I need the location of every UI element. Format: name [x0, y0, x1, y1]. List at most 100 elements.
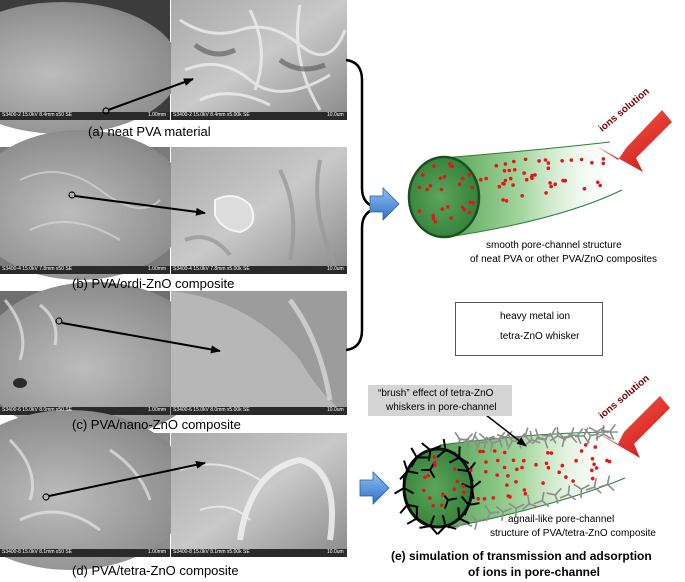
heavy-metal-ion-dot: [428, 496, 432, 500]
heavy-metal-ion-dot: [495, 473, 500, 477]
sem-panel-b: [0, 130, 347, 280]
heavy-metal-ion-dot: [502, 465, 507, 470]
sem-info-b-left: S3400-4 15.0kV 7.8mm x50 SE: [2, 266, 73, 272]
sem-scale-c-right: 10.0um: [327, 407, 344, 413]
heavy-metal-ion-dot: [452, 467, 457, 471]
heavy-metal-ion-dot: [420, 173, 425, 177]
heavy-metal-ion-dot: [507, 168, 512, 173]
heavy-metal-ion-dot: [504, 199, 509, 203]
heavy-metal-ion-dot: [501, 198, 505, 202]
heavy-metal-ion-dot: [439, 187, 444, 192]
legend-tetra-whisker-label: tetra-ZnO whisker: [500, 331, 580, 342]
heavy-metal-ion-dot: [557, 470, 561, 475]
heavy-metal-ion-dot: [546, 465, 551, 470]
heavy-metal-ion-dot: [590, 160, 594, 165]
tetra-zno-whisker: [533, 491, 550, 508]
sem-panel-a: [0, 0, 347, 134]
tetra-zno-whisker: [448, 446, 470, 465]
heavy-metal-ion-dot: [508, 495, 512, 499]
heavy-metal-ion-dot: [546, 161, 551, 165]
sem-scale-d-right: 10.0um: [327, 549, 344, 555]
heavy-metal-ion-dot: [461, 484, 466, 488]
tetra-zno-whisker: [521, 494, 538, 511]
brush-effect-callout: [368, 385, 512, 416]
tetra-zno-whisker: [399, 460, 419, 481]
heavy-metal-ion-dot: [471, 200, 476, 205]
brush-pointer-line: [485, 414, 527, 447]
sem-info-d-right: S3400-8 15.0kV 8.1mm x5.00k SE: [173, 549, 250, 555]
heavy-metal-ion-dot: [446, 205, 450, 209]
caption-panel-d: (d) PVA/tetra-ZnO composite: [72, 563, 239, 578]
sem-scale-a-right: 10.0um: [327, 112, 344, 118]
heavy-metal-ion-dot: [523, 491, 528, 496]
heavy-metal-ion-dot: [442, 174, 447, 179]
heavy-metal-ion-dot: [583, 443, 588, 447]
smooth-pore-channel: [407, 141, 623, 239]
tetra-zno-whisker: [437, 515, 457, 535]
heavy-metal-ion-dot: [594, 466, 599, 470]
heavy-metal-ion-dot: [590, 476, 595, 481]
heavy-metal-ion-dot: [497, 184, 502, 189]
heavy-metal-ion-dot: [543, 158, 548, 162]
heavy-metal-ion-dot: [431, 213, 436, 218]
heavy-metal-ion-dot: [514, 480, 518, 484]
heavy-metal-ion-dot: [579, 157, 584, 162]
heavy-metal-ion-dot: [438, 176, 443, 180]
heavy-metal-ion-dot: [560, 159, 564, 163]
heavy-metal-ion-dot: [468, 200, 473, 205]
heavy-metal-ion-dot: [564, 475, 568, 479]
heavy-metal-ion-dot: [469, 468, 473, 473]
heavy-metal-ion-dot: [596, 180, 600, 185]
heavy-metal-ion-dot: [582, 187, 587, 191]
heavy-metal-ion-dot: [433, 463, 437, 468]
heavy-metal-ion-dot: [579, 449, 584, 453]
heavy-metal-ion-dot: [441, 493, 445, 497]
heavy-metal-ion-dot: [601, 161, 606, 166]
heavy-metal-ion-dot: [467, 173, 472, 177]
heavy-metal-ion-dot: [524, 177, 529, 182]
heavy-metal-ion-dot: [494, 163, 499, 168]
heavy-metal-ion-dot: [481, 449, 485, 454]
agnail-channel-caption-1: agnail-like pore-channel: [508, 514, 615, 525]
heavy-metal-ion-dot: [455, 479, 460, 484]
heavy-metal-ion-dot: [571, 479, 575, 483]
tetra-zno-whisker: [410, 447, 428, 468]
heavy-metal-ion-dot: [546, 166, 551, 170]
heavy-metal-ion-dot: [448, 161, 452, 166]
heavy-metal-ion-dot: [417, 185, 422, 190]
heavy-metal-ion-dot: [493, 449, 497, 453]
tetra-zno-whisker: [399, 494, 419, 514]
heavy-metal-ion-dot: [457, 182, 462, 186]
heavy-metal-ion-dot: [505, 483, 509, 487]
heavy-metal-ion-dot: [522, 171, 526, 175]
heavy-metal-ion-dot: [530, 176, 534, 180]
heavy-metal-ion-dot: [534, 462, 538, 467]
sem-scale-b-left: 1.00mm: [148, 266, 167, 272]
sem-info-a-right: S3400-2 15.0kV 8.4mm x5.00k SE: [173, 112, 250, 118]
heavy-metal-ion-dot: [439, 503, 444, 508]
heavy-metal-ion-dot: [503, 178, 508, 183]
heavy-metal-ion-dot: [520, 465, 524, 470]
heavy-metal-ion-dot: [503, 162, 508, 166]
heavy-metal-ion-dot: [560, 463, 565, 468]
tetra-zno-whisker: [419, 515, 439, 536]
heavy-metal-ion-dot: [484, 469, 488, 474]
tetra-zno-whisker: [600, 423, 617, 441]
smooth-channel-caption-1: smooth pore-channel structure: [486, 240, 622, 251]
heavy-metal-ion-dot: [544, 461, 549, 466]
heavy-metal-ion-dot: [512, 168, 517, 172]
tetra-zno-whisker: [393, 476, 415, 495]
heavy-metal-ion-dot: [496, 458, 500, 463]
heavy-metal-ion-dot: [426, 473, 431, 478]
heavy-metal-ion-dot: [502, 169, 507, 173]
tetra-zno-whisker: [449, 507, 470, 526]
heavy-metal-ion-dot: [549, 451, 554, 455]
heavy-metal-ion-dot: [569, 158, 574, 162]
heavy-metal-ion-dot: [590, 457, 595, 461]
heavy-metal-ion-dot: [484, 460, 488, 464]
heavy-metal-ion-dot: [502, 450, 507, 455]
heavy-metal-ion-dot: [508, 176, 513, 181]
tetra-zno-whisker: [460, 495, 480, 516]
caption-panel-c: (c) PVA/nano-ZnO composite: [72, 417, 241, 432]
